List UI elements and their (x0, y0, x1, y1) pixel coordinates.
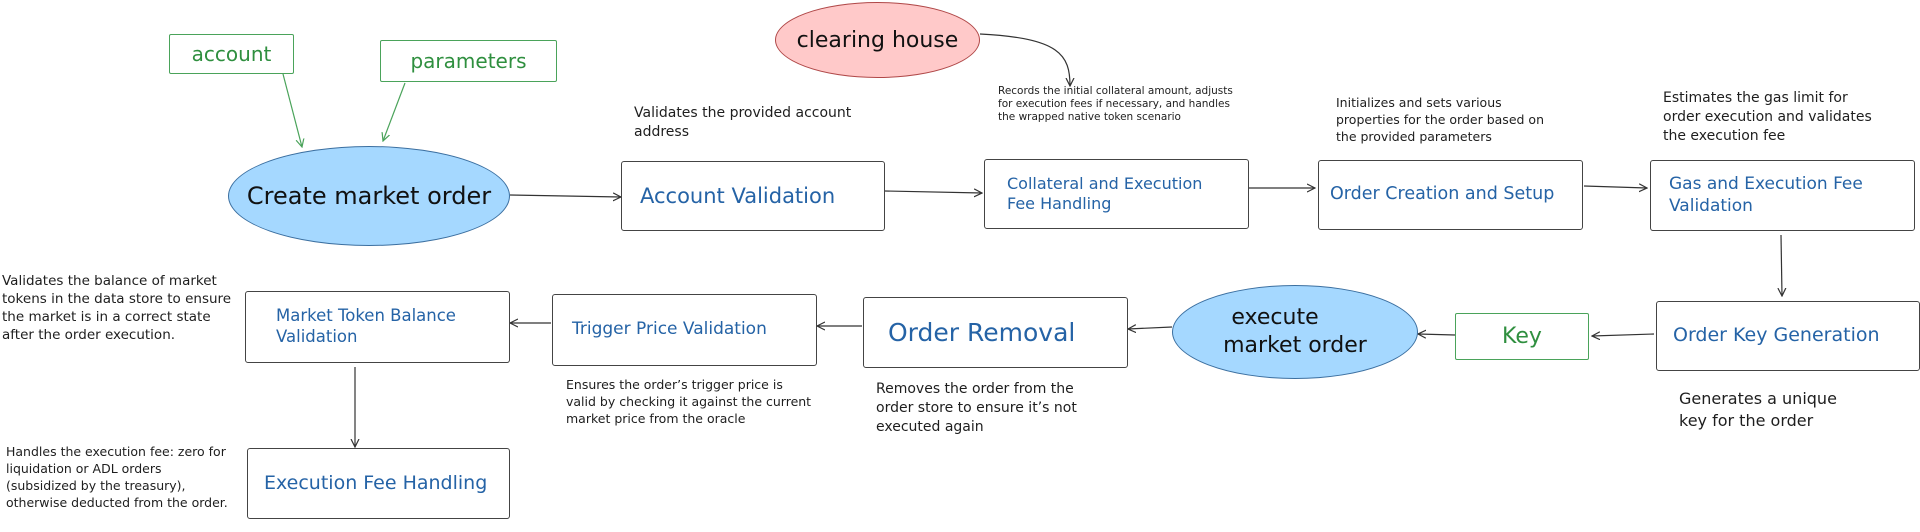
gas-execution-fee-label: Gas and Execution Fee Validation (1669, 174, 1863, 216)
clearing-house-label: clearing house (796, 27, 959, 53)
arrow-order-key-to-key (1592, 334, 1655, 336)
arrow-execute-to-order-removal (1128, 327, 1173, 329)
note-order-creation: Initializes and sets various properties … (1336, 95, 1544, 144)
market-token-balance-label: Market Token Balance Validation (276, 306, 456, 346)
arrow-key-to-execute (1418, 334, 1456, 335)
note-gas-fee-validation: Estimates the gas limit for order execut… (1663, 90, 1872, 144)
clearing-house-ellipse: clearing house (775, 2, 980, 78)
market-token-balance-box: Market Token Balance Validation (245, 291, 510, 363)
arrow-gas-to-order-key (1781, 234, 1782, 296)
order-creation-setup-label: Order Creation and Setup (1330, 184, 1555, 205)
account-validation-label: Account Validation (640, 183, 836, 208)
account-input-label: account (191, 42, 272, 66)
note-execution-fee-handling: Handles the execution fee: zero for liqu… (6, 444, 228, 510)
create-market-order-label: Create market order (246, 182, 492, 210)
note-collateral-fee: Records the initial collateral amount, a… (998, 85, 1233, 123)
order-key-generation-box: Order Key Generation (1656, 301, 1920, 371)
trigger-price-validation-box: Trigger Price Validation (552, 294, 817, 366)
collateral-execution-fee-label: Collateral and Execution Fee Handling (1007, 174, 1203, 213)
order-removal-label: Order Removal (888, 317, 1076, 347)
execution-fee-handling-box: Execution Fee Handling (247, 448, 510, 519)
note-account-validation: Validates the provided account address (634, 105, 852, 140)
execute-market-order-label-line2: market order (1223, 333, 1367, 358)
parameters-input-label: parameters (410, 49, 527, 73)
order-creation-setup-box: Order Creation and Setup (1318, 160, 1583, 230)
execute-market-order-ellipse: execute market order (1172, 285, 1418, 379)
order-key-generation-label: Order Key Generation (1673, 324, 1880, 347)
execution-fee-handling-label: Execution Fee Handling (264, 471, 488, 494)
arrow-account-to-create (282, 73, 302, 147)
note-market-token-balance: Validates the balance of market tokens i… (2, 273, 232, 343)
parameters-input-box: parameters (380, 40, 557, 82)
arrow-account-validation-to-collateral (884, 191, 982, 193)
collateral-execution-fee-box: Collateral and Execution Fee Handling (984, 159, 1249, 229)
key-label: Key (1502, 324, 1542, 349)
execute-market-order-label-line1: execute (1231, 305, 1319, 330)
create-market-order-ellipse: Create market order (228, 146, 510, 246)
note-order-key-generation: Generates a unique key for the order (1679, 389, 1837, 430)
trigger-price-validation-label: Trigger Price Validation (572, 319, 767, 340)
gas-execution-fee-box: Gas and Execution Fee Validation (1650, 160, 1915, 231)
arrow-parameters-to-create (383, 82, 406, 141)
account-validation-box: Account Validation (621, 161, 885, 231)
note-trigger-price-validation: Ensures the order’s trigger price is val… (566, 377, 812, 426)
arrow-create-to-account-validation (509, 195, 621, 197)
key-box: Key (1455, 313, 1589, 360)
account-input-box: account (169, 34, 294, 74)
arrow-clearinghouse-to-collateral (979, 33, 1070, 86)
arrow-order-creation-to-gas (1583, 186, 1647, 188)
note-order-removal: Removes the order from the order store t… (876, 381, 1077, 435)
order-removal-box: Order Removal (863, 297, 1128, 368)
